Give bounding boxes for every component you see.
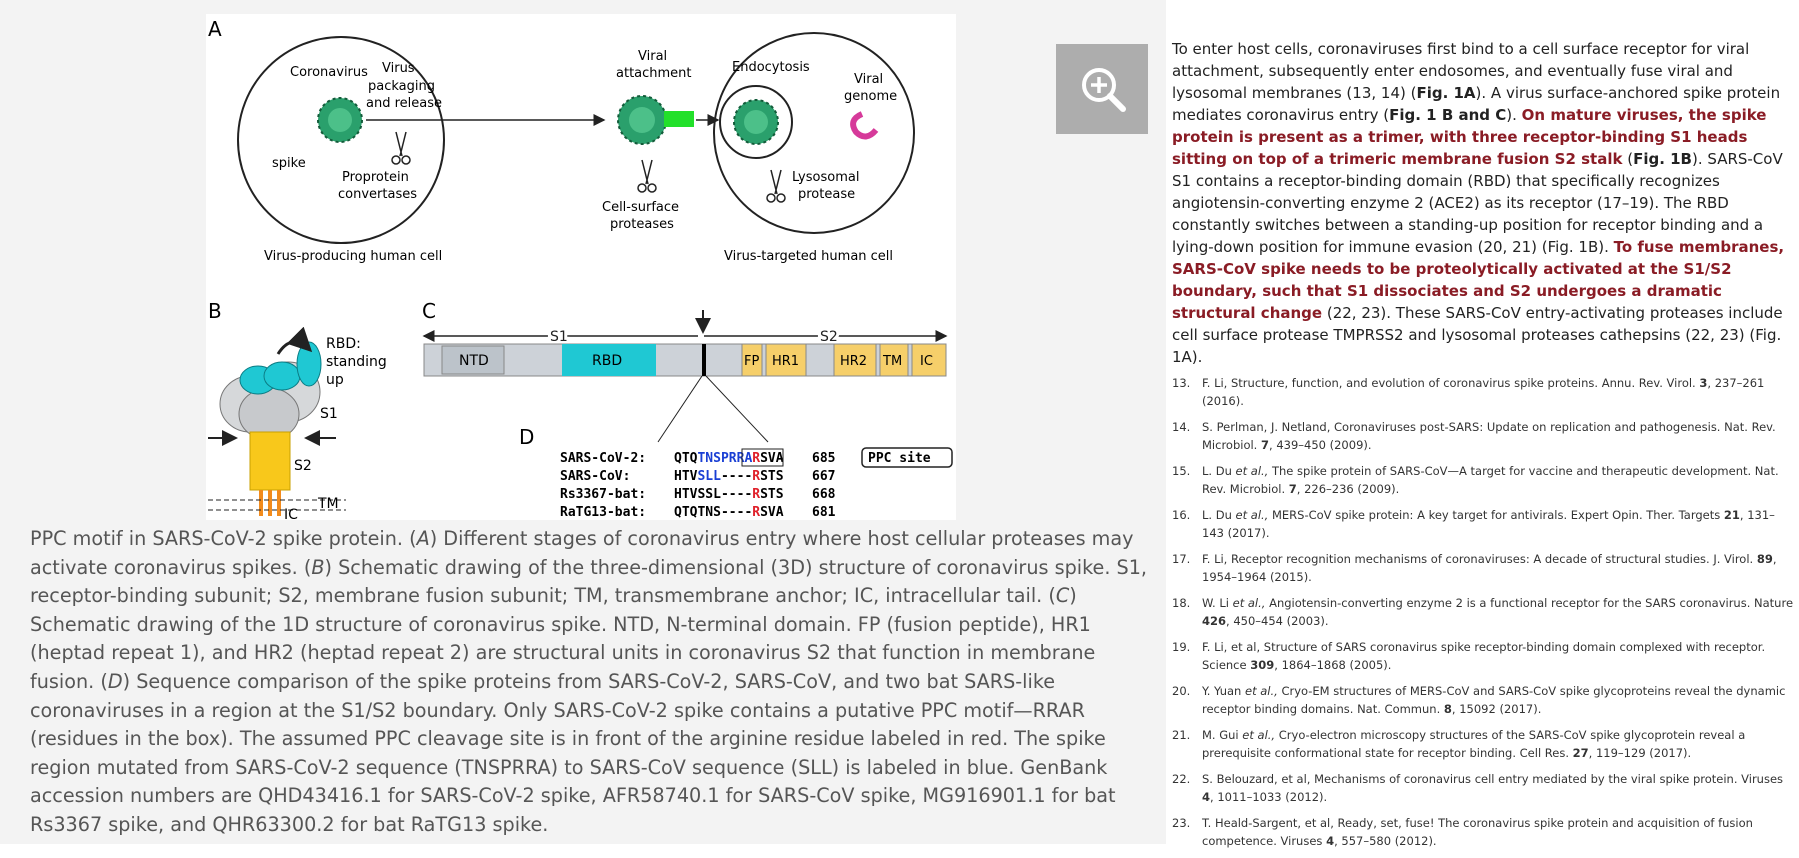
domain-ic (911, 343, 947, 377)
label-endocytosis: Endocytosis (732, 60, 810, 75)
zoom-in-icon (1082, 68, 1126, 112)
label-viral: Viral (638, 49, 667, 64)
scissors-icons (391, 131, 786, 203)
label-packaging: packaging (368, 79, 435, 94)
article-column: To enter host cells, coronaviruses first… (1172, 38, 1794, 858)
endosome-circle (719, 85, 793, 159)
label-producing-cell: Virus-producing human cell (264, 249, 442, 264)
label-s2-range: S2 (820, 329, 838, 345)
figure-svg: A B C D (208, 17, 953, 520)
reference-item[interactable]: 22.S. Belouzard, et al, Mechanisms of co… (1172, 772, 1784, 804)
label-hr2: HR2 (840, 354, 867, 369)
domain-hr2 (833, 343, 877, 377)
label-s1-3d: S1 (320, 406, 338, 422)
label-tm-3d: TM (317, 496, 339, 512)
label-coronavirus: Coronavirus (290, 65, 368, 80)
reference-item[interactable]: 15.L. Du et al., The spike protein of SA… (1172, 464, 1779, 496)
figure-panel: A B C D (0, 0, 1166, 844)
spike-3d-drawing (208, 326, 346, 516)
label-rbd-1: RBD: (326, 336, 361, 352)
reference-item[interactable]: 18.W. Li et al., Angiotensin-converting … (1172, 596, 1794, 628)
label-viral-genome-2: genome (844, 89, 897, 104)
label-proprotein: Proprotein (342, 170, 409, 185)
panel-label-c: C (422, 299, 436, 323)
label-rbd-3: up (326, 372, 344, 388)
highlight-fusion: To fuse membranes, SARS-CoV spike needs … (1172, 238, 1785, 322)
domain-hr1 (765, 343, 807, 377)
label-hr1: HR1 (772, 354, 799, 369)
domain-rbd (562, 344, 656, 376)
label-ic-3d: IC (284, 507, 298, 520)
label-tm-1d: TM (882, 354, 902, 369)
label-virus: Virus (382, 61, 415, 76)
fig-link-1a[interactable]: Fig. 1A (1416, 84, 1476, 102)
label-convertases: convertases (338, 187, 417, 202)
domain-fp (741, 343, 763, 377)
label-s1-range: S1 (550, 329, 568, 345)
reference-item[interactable]: 19.F. Li, et al, Structure of SARS coron… (1172, 640, 1766, 672)
label-lysosomal: Lysosomal (792, 170, 859, 185)
reference-item[interactable]: 16.L. Du et al., MERS-CoV spike protein:… (1172, 508, 1775, 540)
label-rbd-1d: RBD (592, 353, 622, 369)
fig-link-1b[interactable]: Fig. 1B (1633, 150, 1692, 168)
targeted-cell-circle (713, 32, 915, 234)
panel-label-d: D (519, 425, 534, 449)
zoom-button[interactable] (1056, 44, 1148, 134)
ppc-motif-box (741, 448, 784, 467)
virus-attached (617, 95, 667, 145)
label-attachment: attachment (616, 66, 692, 81)
label-cell-surface: Cell-surface (602, 200, 679, 215)
label-fp: FP (744, 354, 759, 369)
reference-item[interactable]: 23.T. Heald-Sargent, et al, Ready, set, … (1172, 816, 1753, 848)
panel-label-b: B (208, 299, 222, 323)
label-release: and release (366, 96, 442, 111)
genome-squiggle (850, 111, 879, 140)
panel-label-a: A (208, 17, 222, 41)
domain-ntd (441, 345, 505, 375)
body-paragraph: To enter host cells, coronaviruses first… (1172, 40, 1785, 366)
label-ntd: NTD (459, 353, 489, 369)
highlight-trimer: On mature viruses, the spike protein is … (1172, 106, 1767, 168)
figure-image[interactable]: A B C D (206, 14, 1148, 520)
virus-endocytosed (733, 99, 779, 145)
reference-item[interactable]: 20.Y. Yuan et al., Cryo-EM structures of… (1172, 684, 1786, 716)
cleavage-mark (702, 344, 706, 376)
reference-list: 13.F. Li, Structure, function, and evolu… (1172, 374, 1794, 850)
reference-item[interactable]: 17.F. Li, Receptor recognition mechanism… (1172, 552, 1777, 584)
fig-link-1bc[interactable]: Fig. 1 B and C (1389, 106, 1507, 124)
virus-producing (317, 97, 363, 143)
domain-tm (879, 343, 909, 377)
reference-item[interactable]: 13.F. Li, Structure, function, and evolu… (1172, 376, 1765, 408)
label-protease: protease (798, 187, 855, 202)
receptor-bar (664, 111, 694, 127)
producing-cell-circle (237, 36, 445, 244)
zoom-line-right (705, 375, 769, 443)
ppc-site-box (861, 447, 953, 468)
label-rbd-2: standing (326, 354, 387, 370)
reference-item[interactable]: 21.M. Gui et al., Cryo-electron microsco… (1172, 728, 1746, 760)
label-viral-genome-1: Viral (854, 72, 883, 87)
reference-item[interactable]: 14.S. Perlman, J. Netland, Coronaviruses… (1172, 420, 1776, 452)
label-proteases: proteases (610, 217, 674, 232)
zoom-line-left (657, 375, 703, 443)
label-s2-3d: S2 (294, 458, 312, 474)
label-ic-1d: IC (920, 354, 933, 369)
figure-caption: PPC motif in SARS-CoV-2 spike protein. (… (30, 527, 1148, 836)
label-ppc-site: PPC site (868, 451, 931, 466)
label-targeted-cell: Virus-targeted human cell (724, 249, 893, 264)
label-spike: spike (272, 156, 306, 171)
